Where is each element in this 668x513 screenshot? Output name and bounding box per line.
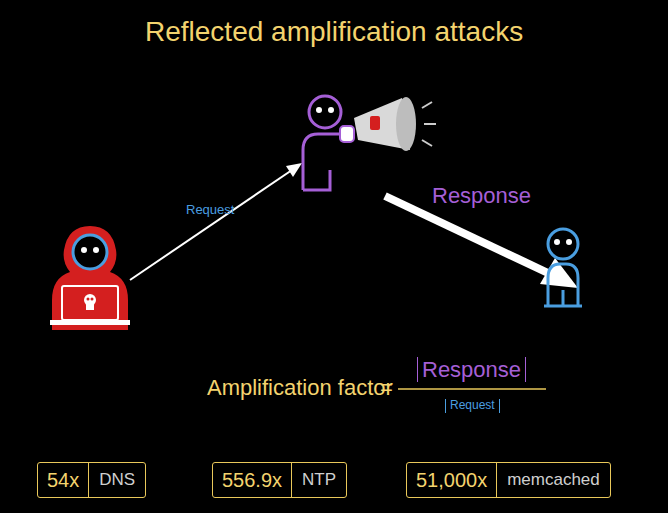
request-label: Request xyxy=(186,203,234,218)
formula-label: Amplification factor xyxy=(207,375,393,400)
stat-box: 51,000xmemcached xyxy=(406,462,611,498)
response-arrowhead xyxy=(540,258,578,288)
amplification-value: 556.9x xyxy=(213,463,292,497)
stat-box: 556.9xNTP xyxy=(212,462,347,498)
amplification-value: 51,000x xyxy=(407,463,497,497)
request-arrow xyxy=(130,170,292,280)
denominator: Request xyxy=(445,399,500,413)
stat-box: 54xDNS xyxy=(37,462,146,498)
request-arrowhead xyxy=(286,163,302,177)
title: Reflected amplification attacks xyxy=(145,16,523,48)
fraction-line xyxy=(398,388,546,390)
victim-figure xyxy=(544,229,582,306)
protocol-name: memcached xyxy=(497,463,610,497)
response-label: Response xyxy=(432,183,531,208)
equals-sign: = xyxy=(380,375,393,400)
amplification-value: 54x xyxy=(38,463,89,497)
reflector-figure xyxy=(303,96,436,190)
numerator: Response xyxy=(417,357,526,382)
protocol-name: NTP xyxy=(292,463,346,497)
protocol-name: DNS xyxy=(89,463,145,497)
attacker-figure xyxy=(50,226,130,330)
